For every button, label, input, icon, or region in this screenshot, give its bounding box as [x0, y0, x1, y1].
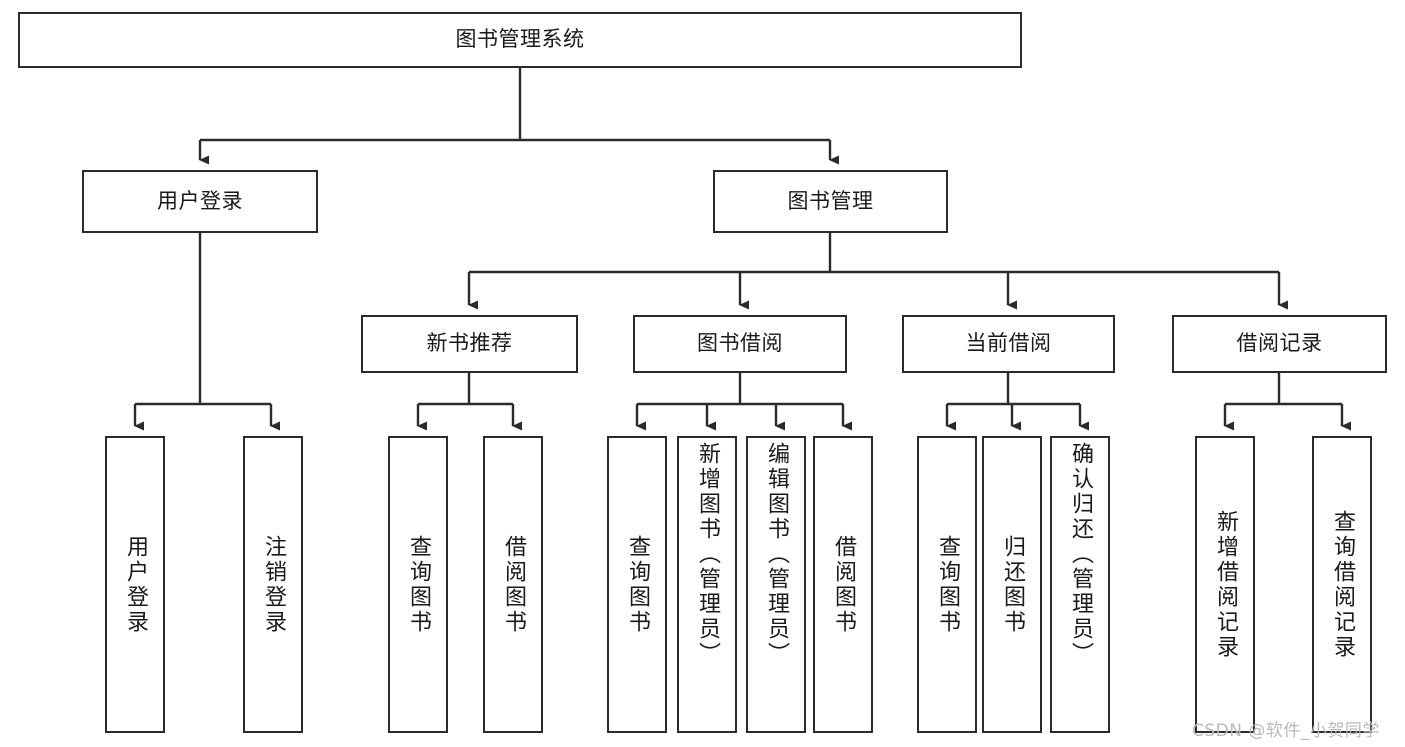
leaf-node[interactable]: 编辑图书（管理员） [746, 436, 806, 733]
leaf-node[interactable]: 注销登录 [243, 436, 303, 733]
leaf-node[interactable]: 查询借阅记录 [1312, 436, 1372, 733]
leaf-node-label: 编辑图书（管理员） [764, 442, 789, 667]
leaf-node-label: 借阅图书 [501, 534, 526, 635]
leaf-node-label: 新增图书（管理员） [695, 442, 720, 667]
leaf-node[interactable]: 新增借阅记录 [1195, 436, 1255, 733]
node-root[interactable]: 图书管理系统 [18, 12, 1022, 68]
leaf-node-label: 注销登录 [261, 534, 286, 635]
node-new-book-recommendation-label: 新书推荐 [426, 331, 513, 356]
leaf-node[interactable]: 查询图书 [388, 436, 448, 733]
node-current-borrowing-label: 当前借阅 [965, 331, 1052, 356]
leaf-node[interactable]: 新增图书（管理员） [677, 436, 737, 733]
leaf-node-label: 查询图书 [935, 534, 960, 635]
node-book-borrowing-label: 图书借阅 [697, 331, 783, 356]
leaf-node-label: 新增借阅记录 [1213, 509, 1238, 660]
node-borrow-records-label: 借阅记录 [1236, 331, 1323, 356]
node-root-label: 图书管理系统 [455, 27, 585, 52]
node-book-management-label: 图书管理 [787, 188, 874, 213]
leaf-node[interactable]: 确认归还（管理员） [1050, 436, 1110, 733]
node-book-borrowing[interactable]: 图书借阅 [633, 315, 847, 373]
leaf-node-label: 查询借阅记录 [1330, 509, 1355, 660]
leaf-node-label: 查询图书 [406, 534, 431, 635]
leaf-node[interactable]: 用户登录 [105, 436, 165, 733]
leaf-node-label: 归还图书 [1000, 534, 1025, 635]
leaf-node[interactable]: 查询图书 [917, 436, 977, 733]
node-user-login[interactable]: 用户登录 [82, 170, 318, 233]
leaf-node[interactable]: 查询图书 [607, 436, 667, 733]
node-user-login-label: 用户登录 [157, 188, 243, 213]
node-new-book-recommendation[interactable]: 新书推荐 [361, 315, 578, 373]
node-book-management[interactable]: 图书管理 [713, 170, 948, 233]
leaf-node[interactable]: 借阅图书 [483, 436, 543, 733]
node-current-borrowing[interactable]: 当前借阅 [902, 315, 1115, 373]
leaf-node[interactable]: 归还图书 [982, 436, 1042, 733]
leaf-node[interactable]: 借阅图书 [813, 436, 873, 733]
node-borrow-records[interactable]: 借阅记录 [1172, 315, 1387, 373]
leaf-node-label: 查询图书 [625, 534, 650, 635]
csdn-watermark: CSDN @软件_小贺同学 [1192, 721, 1380, 741]
leaf-node-label: 借阅图书 [831, 534, 856, 635]
leaf-node-label: 用户登录 [123, 534, 148, 635]
leaf-node-label: 确认归还（管理员） [1068, 442, 1093, 667]
